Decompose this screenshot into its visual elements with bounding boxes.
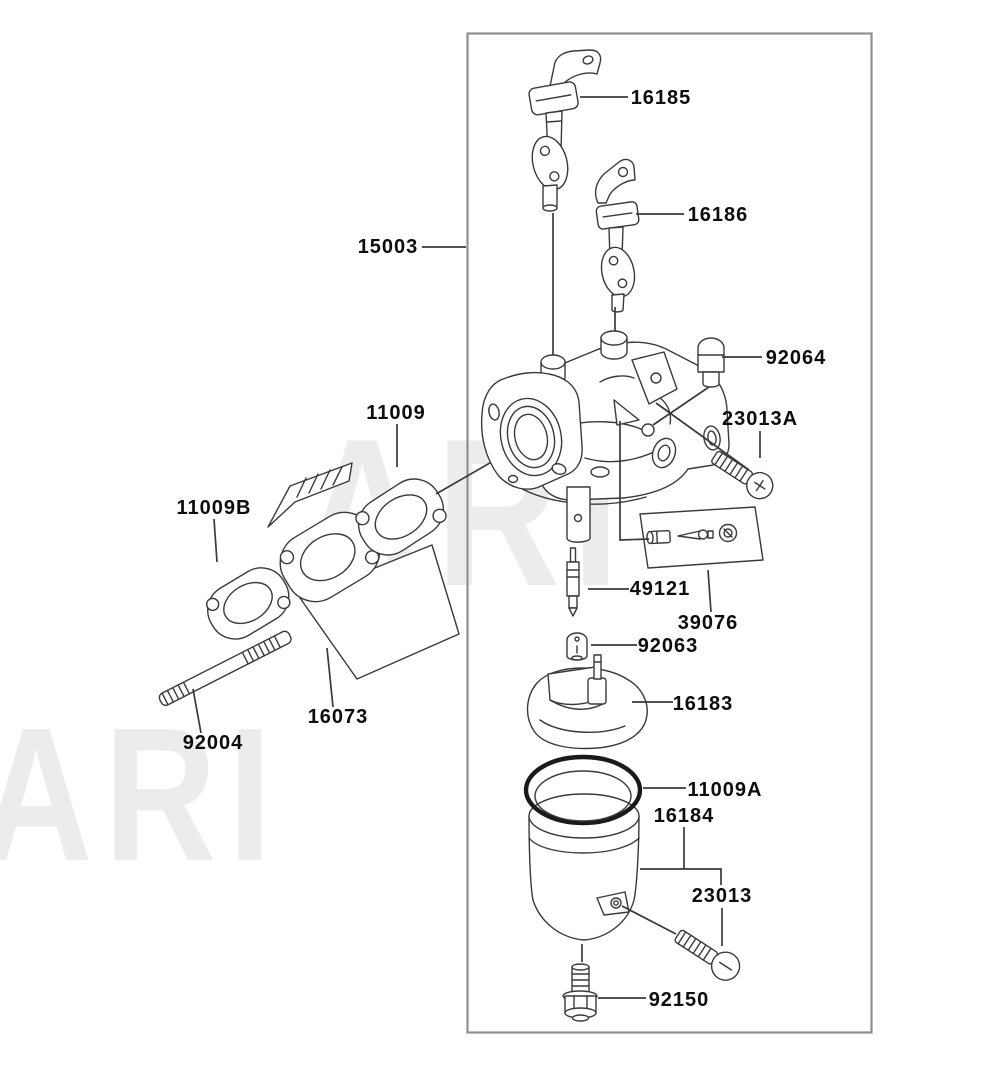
part-drawing-92150: [562, 963, 598, 1022]
part-drawing-49121: [566, 547, 580, 617]
leader-16073: [326, 647, 334, 708]
part-callout-11009A[interactable]: 11009A: [688, 779, 763, 801]
part-callout-16073[interactable]: 16073: [308, 706, 369, 728]
part-drawing-11009A: [523, 754, 643, 826]
leader-92004: [192, 688, 202, 734]
part-drawing-11009B: [205, 567, 291, 640]
part-drawing-11009: [355, 478, 447, 556]
part-callout-92063[interactable]: 92063: [638, 635, 699, 657]
part-drawing-92004: [158, 630, 292, 707]
part-callout-16184[interactable]: 16184: [654, 805, 715, 827]
part-drawing-39076: [639, 506, 764, 569]
leader-39076: [707, 569, 712, 613]
part-callout-49121[interactable]: 49121: [630, 578, 691, 600]
part-drawing-23013A: [711, 450, 774, 500]
part-callout-11009B[interactable]: 11009B: [177, 497, 252, 519]
part-callout-15003[interactable]: 15003: [358, 236, 419, 258]
part-callout-92064[interactable]: 92064: [766, 347, 827, 369]
part-drawing-16185: [528, 49, 602, 212]
part-drawing-16183: [526, 654, 648, 750]
install-line-92064: [652, 386, 710, 426]
part-drawing-23013: [674, 929, 741, 981]
part-drawing-92063: [566, 632, 588, 661]
part-callout-16185[interactable]: 16185: [631, 87, 692, 109]
assembly-frame: [466, 32, 873, 1034]
part-callout-11009[interactable]: 11009: [366, 402, 426, 424]
install-line-23013A: [655, 402, 750, 471]
part-callout-92150[interactable]: 92150: [649, 989, 710, 1011]
part-callout-39076[interactable]: 39076: [678, 612, 739, 634]
part-callout-16183[interactable]: 16183: [673, 693, 734, 715]
leader-11009B: [213, 518, 218, 563]
ari-watermark-tile: ARI: [0, 689, 283, 901]
part-callout-92004[interactable]: 92004: [183, 732, 244, 754]
part-drawing-15003-carburetor-body: [480, 330, 730, 543]
part-drawing-92064: [697, 337, 725, 388]
part-drawing-16186: [594, 158, 640, 313]
leader-16184-h: [640, 868, 722, 885]
part-callout-23013A[interactable]: 23013A: [722, 408, 798, 430]
part-callout-16186[interactable]: 16186: [688, 204, 749, 226]
part-drawing-16184: [528, 793, 640, 941]
part-callout-23013[interactable]: 23013: [692, 885, 753, 907]
install-line-39076: [619, 421, 650, 541]
install-line-23013: [621, 905, 677, 935]
part-drawing-16073: [267, 462, 460, 680]
